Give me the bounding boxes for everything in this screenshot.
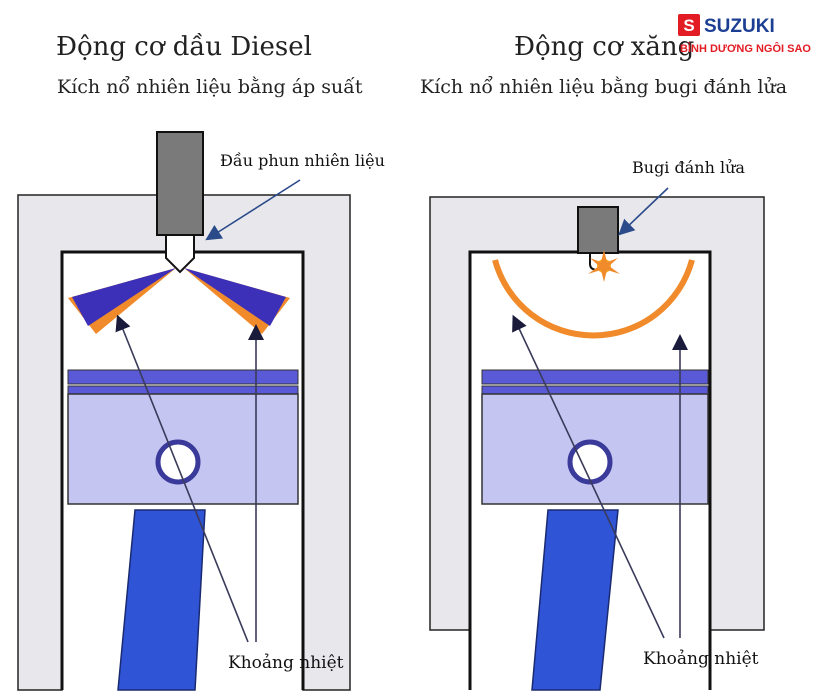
petrol-sparkplug-body	[577, 206, 619, 254]
diesel-fuel-spray-right	[184, 268, 286, 326]
diesel-connecting-rod	[117, 509, 206, 691]
diesel-injector-pointer	[205, 179, 301, 241]
petrol-sparkplug-pointer	[618, 187, 669, 236]
petrol-piston-ring-bottom	[481, 385, 709, 395]
brand-dealer: BÌNH DƯƠNG NGÔI SAO	[680, 42, 811, 55]
brand-watermark: S SUZUKI BÌNH DƯƠNG NGÔI SAO	[678, 14, 811, 55]
petrol-engine: Động cơ xăng Kích nổ nhiên liệu bằng bug…	[420, 32, 787, 691]
suzuki-logo-letter: S	[683, 16, 694, 35]
diesel-wrist-pin	[155, 439, 201, 485]
diesel-injector-body	[156, 131, 204, 236]
petrol-subtitle: Kích nổ nhiên liệu bằng bugi đánh lửa	[420, 76, 787, 98]
petrol-wrist-pin	[567, 439, 613, 485]
petrol-title: Động cơ xăng	[514, 32, 694, 62]
diesel-gap-label: Khoảng nhiệt	[228, 653, 344, 673]
spark-icon	[588, 250, 620, 282]
suzuki-logo-icon: S	[678, 14, 700, 36]
diesel-injector-nozzle	[165, 234, 195, 274]
diesel-title: Động cơ dầu Diesel	[56, 32, 312, 62]
diesel-engine: Động cơ dầu Diesel Kích nổ nhiên liệu bằ…	[17, 32, 385, 691]
petrol-connecting-rod	[531, 509, 619, 691]
diesel-piston-ring-top	[67, 369, 299, 385]
diesel-injector-label: Đầu phun nhiên liệu	[220, 151, 385, 170]
brand-name: SUZUKI	[704, 16, 775, 37]
petrol-piston-ring-top	[481, 369, 709, 385]
diesel-subtitle: Kích nổ nhiên liệu bằng áp suất	[57, 76, 363, 98]
diesel-piston-ring-bottom	[67, 385, 299, 395]
diesel-fuel-spray-left	[72, 268, 176, 326]
petrol-gap-arrow-left	[512, 314, 665, 639]
petrol-sparkplug-label: Bugi đánh lửa	[632, 158, 745, 177]
petrol-gap-label: Khoảng nhiệt	[643, 649, 759, 669]
petrol-flame-front	[492, 259, 695, 339]
diesel-gap-arrow-left	[115, 314, 249, 643]
